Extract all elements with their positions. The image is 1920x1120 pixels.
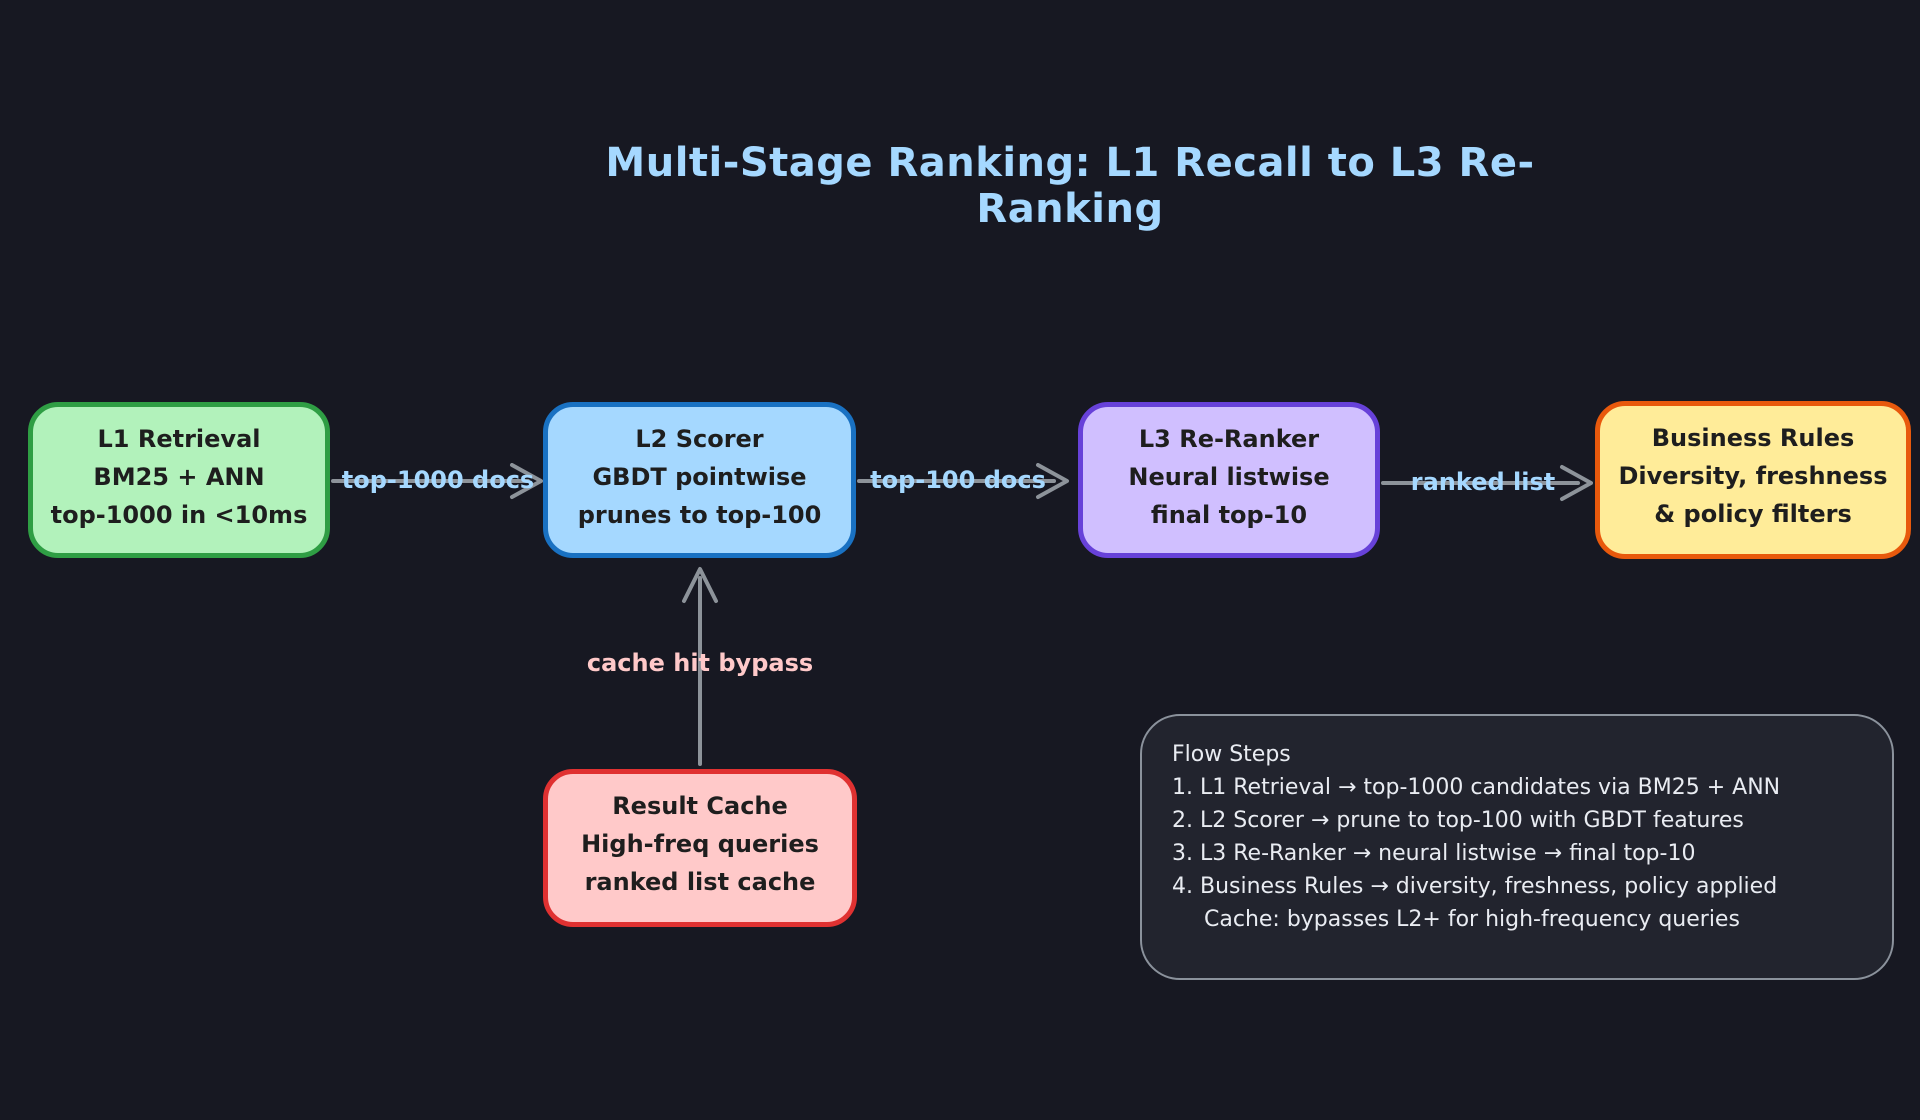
node-line: final top-10 [1150,501,1308,529]
node-line: GBDT pointwise [592,463,807,491]
arrow-l1-to-l2 [331,463,543,499]
node-line: Business Rules [1651,424,1855,452]
diagram-title: Multi-Stage Ranking: L1 Recall to L3 Re-… [605,140,1535,232]
flow-step: 1. L1 Retrieval → top-1000 candidates vi… [1172,775,1781,800]
node-l1-retrieval: L1 Retrieval BM25 + ANN top-1000 in <10m… [28,402,330,558]
flow-step: 2. L2 Scorer → prune to top-100 with GBD… [1172,808,1744,833]
node-line: Result Cache [612,792,788,820]
edge-label-top-100-docs: top-100 docs [870,466,1046,494]
node-result-cache: Result Cache High-freq queries ranked li… [543,769,857,927]
node-line: ranked list cache [584,868,816,896]
node-l3-re-ranker: L3 Re-Ranker Neural listwise final top-1… [1078,402,1380,558]
node-line: High-freq queries [581,830,819,858]
edge-label-ranked-list: ranked list [1410,468,1556,496]
arrow-l3-to-rules [1381,465,1593,501]
edge-label-cache-hit-bypass: cache hit bypass [586,649,814,677]
node-business-rules: Business Rules Diversity, freshness & po… [1595,401,1911,559]
node-line: L2 Scorer [635,425,764,453]
flow-steps-title: Flow Steps [1172,742,1291,767]
flow-step: Cache: bypasses L2+ for high-frequency q… [1204,907,1740,932]
node-line: BM25 + ANN [93,463,265,491]
arrow-l2-to-l3 [857,463,1069,499]
flow-steps-panel: Flow Steps 1. L1 Retrieval → top-1000 ca… [1140,714,1894,980]
node-line: Neural listwise [1128,463,1330,491]
node-line: L3 Re-Ranker [1138,425,1320,453]
flow-step: 3. L3 Re-Ranker → neural listwise → fina… [1172,841,1696,866]
node-l2-scorer: L2 Scorer GBDT pointwise prunes to top-1… [543,402,856,558]
edge-label-top-1000-docs: top-1000 docs [341,466,535,494]
flow-step: 4. Business Rules → diversity, freshness… [1172,874,1778,899]
node-line: top-1000 in <10ms [50,501,308,529]
arrow-cache-to-l2 [682,567,718,766]
node-line: & policy filters [1654,500,1852,528]
node-line: prunes to top-100 [577,501,822,529]
node-line: L1 Retrieval [97,425,261,453]
node-line: Diversity, freshness [1618,462,1888,490]
